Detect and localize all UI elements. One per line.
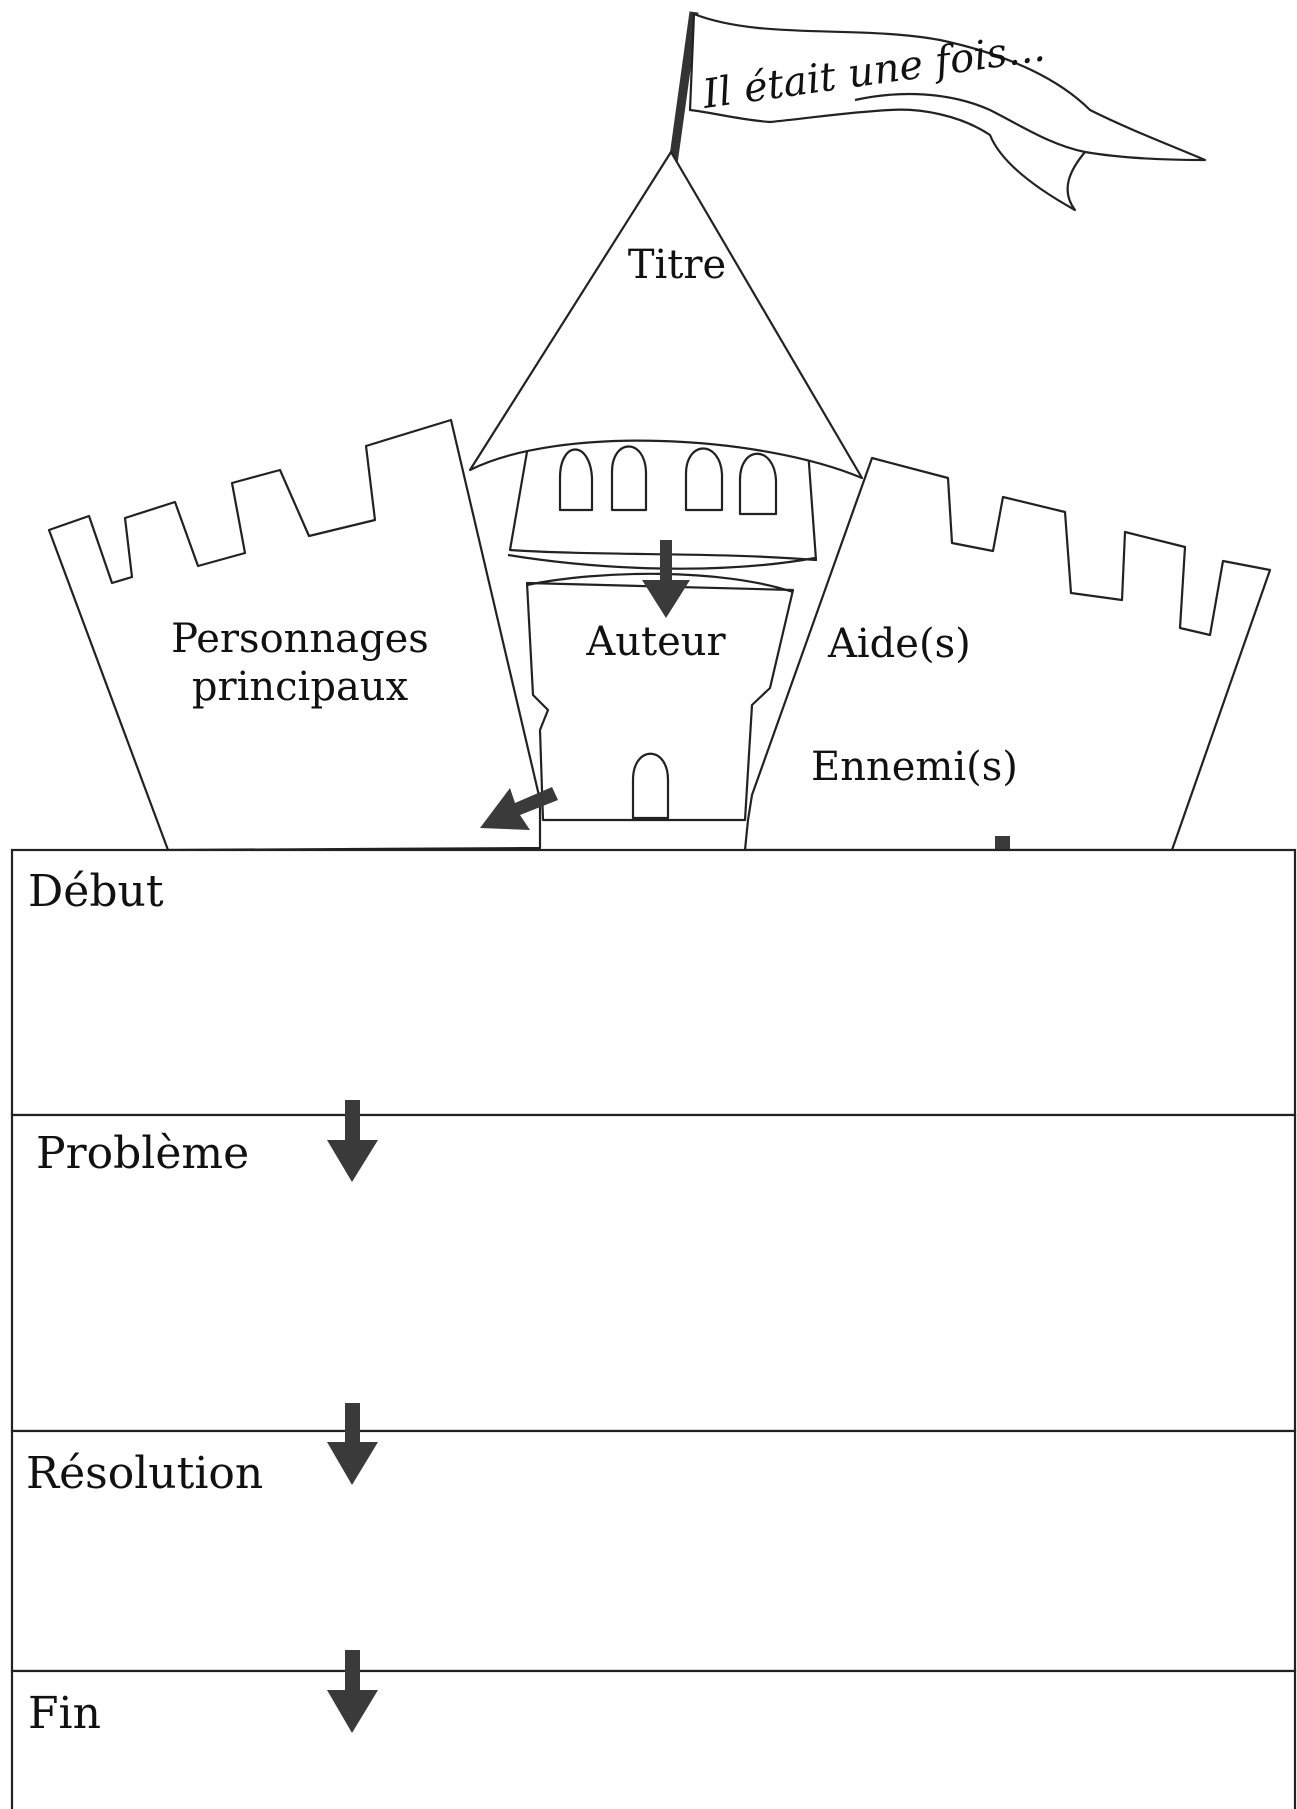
section-box-resolution[interactable] — [10, 1429, 1297, 1673]
enemies-label: Ennemi(s) — [811, 744, 1018, 790]
tower-body — [525, 581, 795, 822]
left-wall-label-2: principaux — [192, 664, 409, 710]
arrow-down-icon — [327, 1100, 378, 1182]
title-label: Titre — [628, 242, 726, 288]
flag: Il était une fois... — [666, 11, 1207, 212]
banner-fold — [854, 92, 1086, 154]
story-sections: Début Problème Résolution Fin — [10, 848, 1297, 1809]
arrow-down-icon — [327, 1650, 378, 1733]
tower-window — [684, 447, 724, 512]
section-box-probleme[interactable] — [10, 1113, 1297, 1433]
arrow-down-icon — [642, 540, 690, 618]
arrow-down-left-icon — [480, 787, 558, 830]
tower: Auteur — [507, 432, 818, 822]
arrow-down-icon — [327, 1403, 378, 1485]
tower-roof: Titre — [468, 150, 864, 480]
section-box-fin[interactable] — [10, 1669, 1297, 1809]
section-label-debut: Début — [28, 866, 164, 917]
section-label-probleme: Problème — [36, 1128, 249, 1179]
flag-pole — [666, 11, 699, 179]
tower-window — [558, 448, 594, 512]
author-label: Auteur — [585, 619, 726, 665]
tower-window — [610, 445, 648, 512]
section-label-fin: Fin — [28, 1688, 101, 1739]
helpers-label: Aide(s) — [827, 621, 971, 667]
door-window — [631, 752, 670, 820]
left-wall-label-1: Personnages — [171, 616, 429, 662]
section-label-resolution: Résolution — [26, 1448, 263, 1499]
tower-window — [738, 452, 778, 516]
right-wall: Aide(s) Ennemi(s) — [743, 456, 1272, 852]
left-wall: Personnages principaux — [47, 418, 542, 852]
section-box-debut[interactable] — [10, 848, 1297, 1117]
